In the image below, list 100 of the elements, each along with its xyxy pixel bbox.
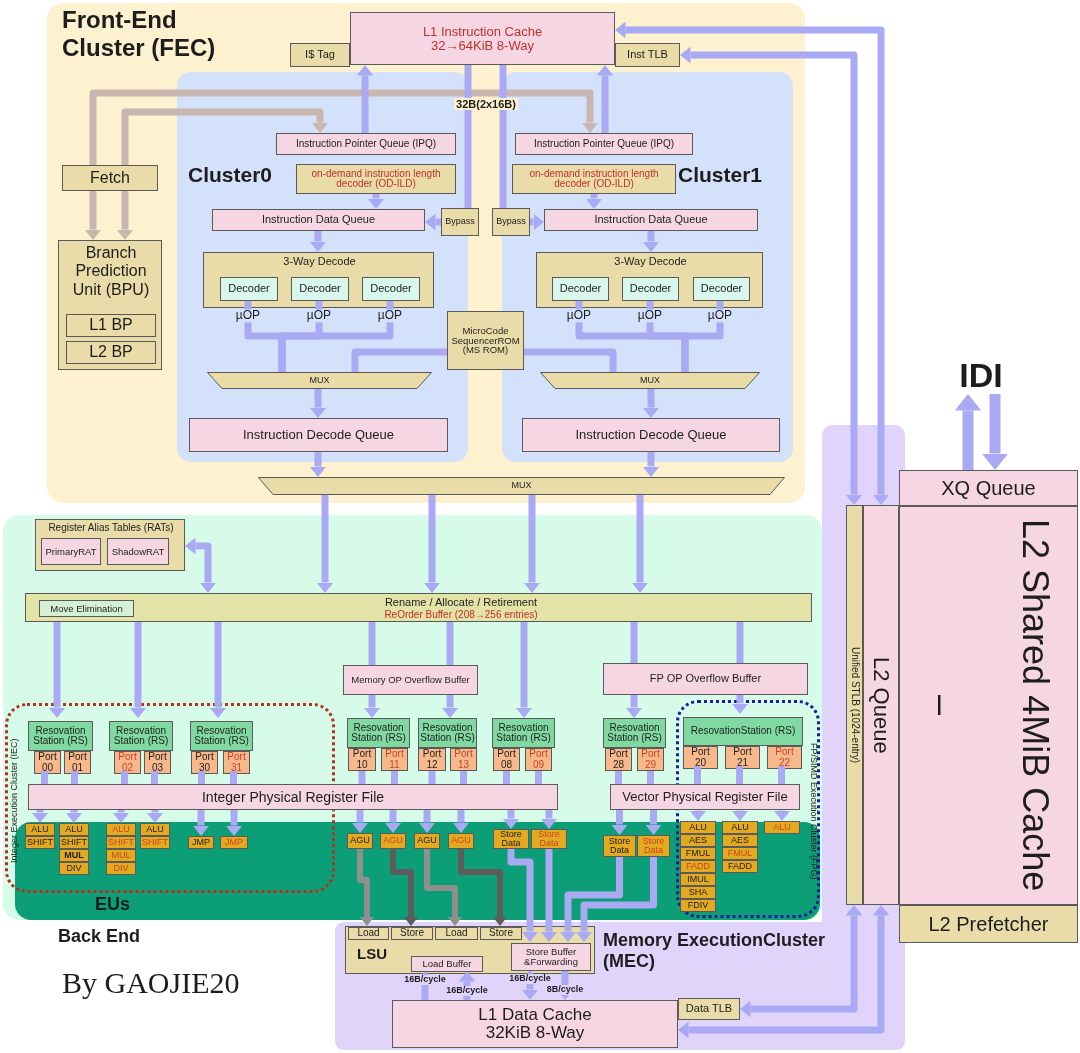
unit-label: MUL (111, 850, 131, 861)
unit-label: Store Data (499, 829, 523, 849)
arrow (507, 849, 539, 942)
unit-label: Port 31 (226, 752, 247, 773)
arrow (981, 394, 1009, 470)
edge-label: 16B/cycle (444, 986, 490, 996)
arrow (116, 191, 134, 240)
connector-line (121, 771, 128, 784)
execution-unit-block (59, 849, 89, 862)
unit-label: SHIFT (27, 837, 53, 848)
region-title: 3-Way Decode (282, 255, 357, 268)
connector-line (198, 771, 205, 784)
load-slot-block (348, 927, 389, 940)
connector-line (736, 766, 743, 784)
execution-unit-block (25, 823, 55, 836)
arrow (309, 231, 327, 252)
buffer-block (343, 665, 478, 695)
connector-line (41, 771, 48, 784)
arrow (121, 108, 329, 165)
predictor-level-block (66, 314, 156, 337)
arrow (954, 394, 982, 470)
unit-label: JMP (225, 837, 243, 848)
region-title: 3-Way Decode (613, 255, 688, 268)
unit-label: MUX (640, 375, 660, 386)
arrow (225, 810, 243, 836)
region-title: Integer Execution Cluster (IEC) (9, 737, 20, 866)
cache-block (392, 1000, 678, 1048)
arrow (209, 622, 227, 718)
unit-label: Store Data (641, 836, 666, 856)
unit-label: AES (689, 835, 707, 846)
unit-label: FMUL (727, 848, 753, 859)
arrow (540, 849, 558, 942)
unit-label: Port 08 (496, 749, 517, 770)
unit-label: Load (357, 928, 380, 939)
connector-line (358, 771, 366, 784)
unit-label: FADD (686, 861, 710, 872)
execution-unit-block (680, 834, 716, 847)
unit-label: Decoder (370, 283, 412, 295)
arrow (367, 194, 385, 209)
arrow (458, 849, 508, 926)
register-file-block (28, 784, 558, 810)
unit-label: AGU (383, 836, 403, 846)
unit-label: AGU (350, 836, 370, 846)
unit-label: Store Data (607, 836, 632, 856)
unit-label: SHIFT (61, 837, 87, 848)
load-store-unit-block (345, 926, 595, 974)
connector-line (524, 348, 617, 372)
unit-label: FP OP Overflow Buffer (649, 673, 762, 685)
rename-block (25, 593, 812, 622)
unit-label: Memory OP Overflow Buffer (351, 675, 470, 685)
arrow (625, 695, 643, 718)
execution-unit-block (106, 862, 136, 875)
execution-unit-block (680, 886, 716, 899)
decoder-block (220, 277, 278, 301)
unit-label: ALU (65, 824, 83, 835)
arrow (642, 452, 660, 477)
edge-label: µOP (705, 309, 735, 323)
arrow (351, 810, 369, 833)
table-block (107, 538, 169, 565)
arrow (441, 695, 459, 718)
execution-unit-block (220, 836, 248, 849)
connector-line (535, 771, 542, 784)
table-group-block (35, 519, 185, 571)
unit-label: Move Elimination (50, 603, 123, 614)
unit-label: Fetch (90, 169, 130, 187)
execution-unit-block (59, 862, 89, 875)
connector-line (460, 771, 467, 784)
unit-label: Data TLB (685, 1003, 733, 1015)
arrow (363, 695, 381, 718)
arrow (309, 389, 327, 418)
queue-block (522, 418, 780, 452)
unit-label: Decoder (299, 283, 341, 295)
double-arrow (185, 537, 217, 593)
unit-label: Port 29 (640, 749, 661, 770)
decoder-block (291, 277, 349, 301)
buffer-block (411, 956, 483, 972)
unit-label: DIV (113, 863, 129, 874)
rom-block (447, 311, 524, 370)
unit-label: ShadowRAT (111, 546, 165, 557)
arrow (596, 65, 614, 133)
port-block (767, 746, 802, 769)
load-slot-block (435, 927, 478, 940)
region-title: Rename / Allocate / Retirement (383, 596, 539, 609)
region-title: EUs (95, 894, 131, 915)
unit-label: FMUL (685, 848, 711, 859)
unit-label: Bypass (445, 217, 475, 227)
buffer-block (603, 663, 808, 695)
unit-label: on-demand instruction length decoder (OD-ILD) (310, 168, 442, 190)
unit-block (39, 600, 134, 617)
unit-label: Port 01 (67, 752, 88, 773)
unit-label: Port 21 (732, 747, 753, 768)
arrow (585, 194, 603, 209)
unit-label: Decoder (700, 283, 743, 295)
unit-label: ALU (146, 824, 164, 835)
queue-block (212, 209, 425, 231)
tlb-block (678, 998, 740, 1020)
double-arrow (740, 905, 863, 1018)
arrow (112, 810, 130, 823)
arrow (540, 810, 558, 829)
unit-label: 32KiB 8-Way (485, 1024, 585, 1042)
